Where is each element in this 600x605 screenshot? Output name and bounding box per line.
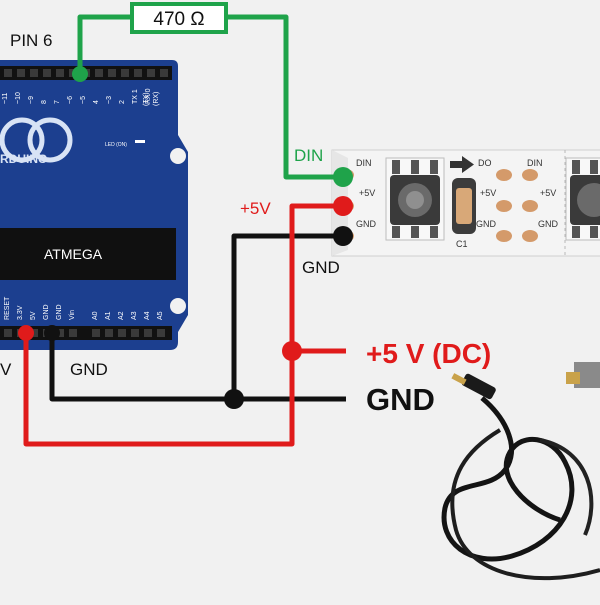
header-hole [118,329,126,337]
board-gnd-label: GND [70,360,108,379]
power-pin-label: 5V [30,311,37,320]
dc-power-adapter [441,362,600,581]
header-hole [147,69,155,77]
arduino-board: RDUINO ATMEGA LED (ON) [0,60,188,350]
header-hole [69,329,77,337]
strip-gnd-right-label: GND [538,219,559,229]
power-pin-label: Vin [69,310,76,320]
tx-header-mark: (TX) [143,92,150,106]
capacitor-c1: C1 [452,178,476,249]
strip-5v-right-label: +5V [540,188,556,198]
digital-pin-label: 4 [93,100,100,104]
supply-plus-label: +5 V (DC) [366,338,491,369]
header-hole [17,69,25,77]
led [135,140,145,143]
header-hole [92,329,100,337]
pin6-label: PIN 6 [10,31,53,50]
led-label: LED (ON) [105,142,127,148]
digital-pin-label: ~6 [67,96,74,104]
data-wire [77,14,343,180]
digital-pin-label: RX 0 [145,88,152,104]
mounting-hole [170,298,186,314]
strip-do-label: DO [478,158,492,168]
header-hole [95,69,103,77]
digital-pin-label: ~3 [106,96,113,104]
strip-din2-label: DIN [527,158,543,168]
digital-pin-label: ~11 [2,93,9,104]
ground-junction [224,389,244,409]
power-junction [282,341,302,361]
strip-gnd-connection-dot [333,226,353,246]
strip-gnd-label-outer: GND [302,258,340,277]
digital-pin-label: ~9 [28,96,35,104]
digital-pin-label: ~10 [15,92,22,104]
strip-gnd-mid-label: GND [476,219,497,229]
strip-gnd-label: GND [356,219,377,229]
ws2812-led [565,157,600,241]
digital-pin-label: 7 [54,100,61,104]
header-hole [144,329,152,337]
din-connection-dot [333,167,353,187]
header-hole [56,69,64,77]
cap-label: C1 [456,239,468,249]
digital-pin-label: 2 [119,100,126,104]
analog-pin-label: A4 [144,311,151,320]
analog-pin-label: A0 [92,311,99,320]
chip-label: ATMEGA [44,246,103,262]
strip-5v-mid-label: +5V [480,188,496,198]
header-hole [108,69,116,77]
board-5v-label: V [0,360,12,379]
power-pin-label: GND [56,304,63,320]
direction-arrow [450,156,474,173]
ws2812-led [385,157,445,241]
pin6-connection-dot [72,66,88,82]
digital-pin-label: 8 [41,100,48,104]
resistor-label: 470 Ω [153,9,204,30]
analog-pin-label: A3 [131,311,138,320]
header-hole [160,69,168,77]
header-hole [134,69,142,77]
resistor: 470 Ω [130,2,228,34]
mounting-hole [170,148,186,164]
board-gnd-connection-dot [44,325,60,341]
header-hole [43,69,51,77]
power-pin-label: 3.3V [17,305,24,320]
digital-pin-label: ~5 [80,96,87,104]
header-hole [121,69,129,77]
analog-pin-label: A1 [105,311,112,320]
strip-plus5v-label: +5V [240,199,271,218]
digital-pin-label: TX 1 [132,89,139,104]
analog-pin-label: A2 [118,311,125,320]
ground-wire [49,233,346,402]
din-label: DIN [294,146,323,165]
header-hole [4,329,12,337]
header-hole [30,69,38,77]
strip-5v-connection-dot [333,196,353,216]
power-analog-header: RESET 3.3V 5V GND GND Vin A0 A1 A2 A3 A4 A5 [0,296,172,340]
power-pin-label: GND [43,304,50,320]
rx-header-mark: (RX) [153,92,160,106]
board-5v-connection-dot [18,325,34,341]
board-brand: RDUINO [0,152,47,166]
analog-pin-label: A5 [157,311,164,320]
header-hole [131,329,139,337]
supply-gnd-label: GND [366,382,435,417]
arduino-logo [0,117,45,163]
strip-din-label: DIN [356,158,372,168]
header-hole [157,329,165,337]
power-pin-label: RESET [4,296,11,320]
header-hole [4,69,12,77]
strip-5v-label: +5V [359,188,375,198]
header-hole [105,329,113,337]
atmega-chip [0,228,176,280]
led-strip: C1 DIN +5V GND DO DIN +5V +5V GND GND [331,149,600,257]
